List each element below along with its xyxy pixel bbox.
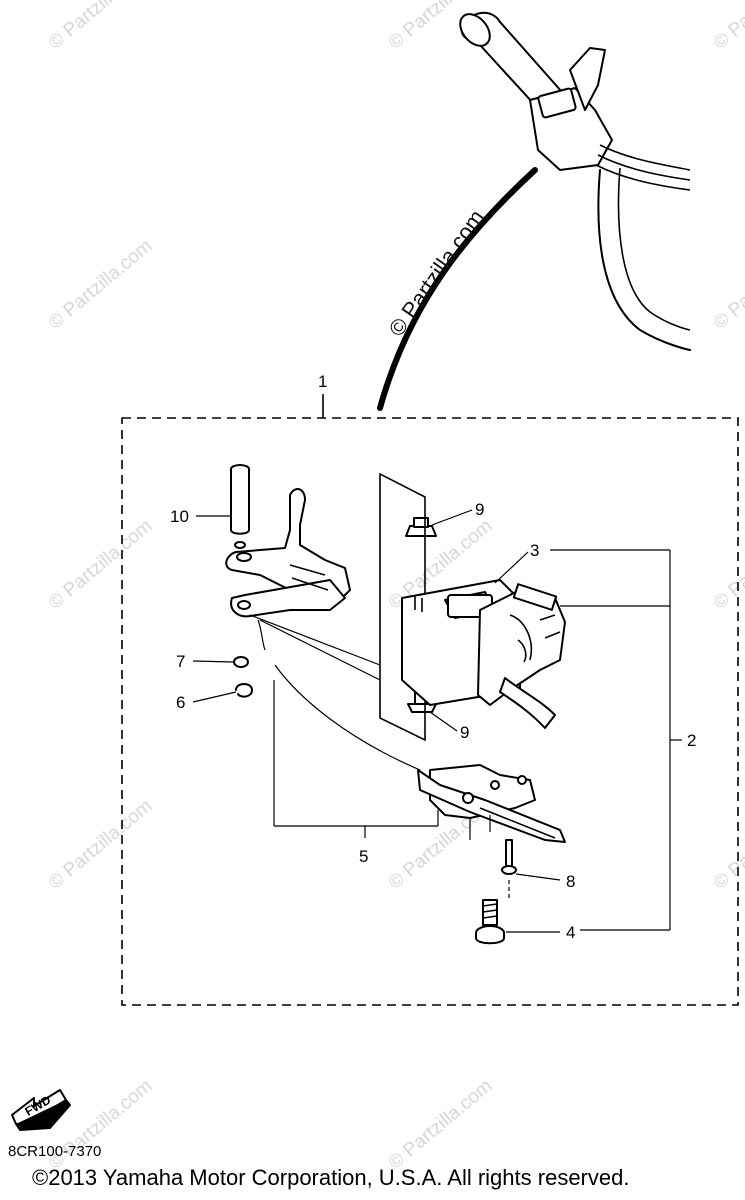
bolt-part xyxy=(475,899,505,945)
svg-text:1: 1 xyxy=(318,372,327,391)
svg-text:9: 9 xyxy=(475,500,484,519)
callout-7: 6 xyxy=(176,691,237,712)
svg-text:6: 6 xyxy=(176,693,185,712)
watermark: © Partzilla.com xyxy=(710,515,745,613)
callout-6: 8 xyxy=(515,872,575,891)
svg-text:7: 7 xyxy=(176,652,185,671)
switch-part xyxy=(401,579,566,729)
svg-text:10: 10 xyxy=(170,507,189,526)
callout-3: 3 xyxy=(494,541,671,607)
bracket-outline xyxy=(379,472,426,742)
washer-part xyxy=(233,656,249,668)
svg-text:4: 4 xyxy=(566,923,575,942)
callout-9-bottom: 9 xyxy=(429,711,469,742)
watermark: © Partzilla.com xyxy=(385,1075,497,1173)
callout-8: 7 xyxy=(176,652,234,671)
forward-arrow-icon: FWD xyxy=(11,1089,71,1131)
callout-9-top: 9 xyxy=(431,500,484,526)
screw-part xyxy=(501,839,517,898)
svg-text:5: 5 xyxy=(359,847,368,866)
throttle-lever-part xyxy=(225,488,381,681)
svg-text:8: 8 xyxy=(566,872,575,891)
svg-text:9: 9 xyxy=(460,723,469,742)
assembly-boundary xyxy=(121,417,739,1006)
clip-part xyxy=(235,683,253,698)
svg-text:2: 2 xyxy=(687,731,696,750)
watermark: © Partzilla.com xyxy=(45,235,157,333)
watermark: © Partzilla.com xyxy=(710,0,745,54)
watermark: © Partzilla.com xyxy=(710,795,745,893)
watermark: © Partzilla.com xyxy=(45,0,157,54)
pin-part xyxy=(230,464,250,549)
callout-10: 10 xyxy=(170,507,231,526)
callout-2: 2 xyxy=(669,606,696,930)
copyright-notice: ©2013 Yamaha Motor Corporation, U.S.A. A… xyxy=(32,1165,630,1190)
watermark: © Partzilla.com xyxy=(710,235,745,333)
watermark: © Partzilla.com xyxy=(45,515,157,613)
stopper-top-part xyxy=(405,517,437,537)
drawing-code: 8CR100-7370 xyxy=(8,1143,102,1160)
callout-5: 5 xyxy=(273,680,439,866)
handlebar-illustration xyxy=(377,12,691,411)
callout-1: 1 xyxy=(318,372,327,418)
callout-4: 4 xyxy=(506,923,670,942)
svg-text:3: 3 xyxy=(530,541,539,560)
watermark-grid: © Partzilla.com © Partzilla.com © Partzi… xyxy=(45,0,745,1174)
sensor-bracket-part xyxy=(274,664,566,843)
watermark: © Partzilla.com xyxy=(45,795,157,893)
watermark: © Partzilla.com xyxy=(384,205,490,341)
